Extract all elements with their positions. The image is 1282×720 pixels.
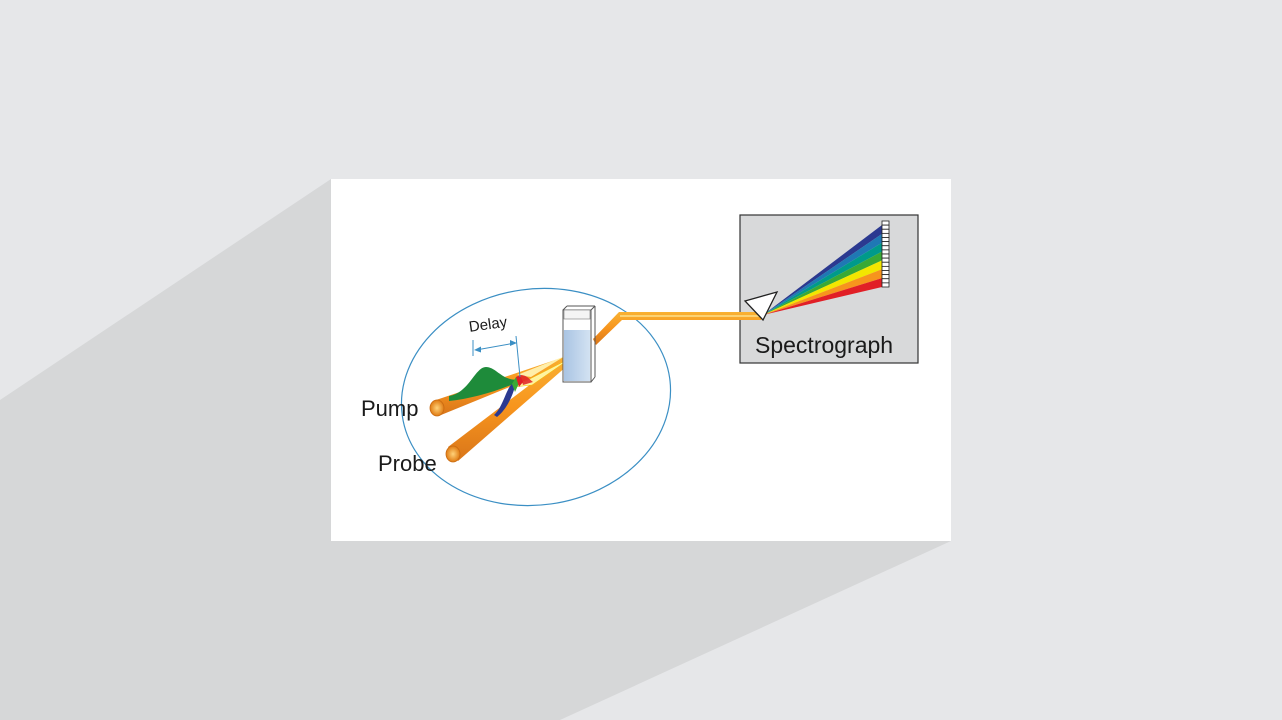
detector-pixel (881, 249, 890, 255)
diagram-card: Pump Probe Delay Spectrograph (331, 179, 951, 541)
pump-beam-end-icon (429, 399, 445, 417)
pump-pulse (449, 367, 521, 401)
pump-label: Pump (361, 396, 419, 421)
detector-pixel (881, 261, 890, 267)
detector-array (881, 220, 890, 288)
probe-label: Probe (378, 451, 437, 476)
output-beam (593, 312, 761, 345)
detector-pixel (881, 274, 890, 280)
detector-pixel (881, 237, 890, 243)
spectrograph-label: Spectrograph (755, 332, 894, 358)
svg-text:فرادرس: فرادرس (305, 580, 310, 688)
probe-beam-end-icon (445, 445, 461, 463)
detector-pixel (881, 270, 890, 276)
detector-pixel (881, 265, 890, 271)
detector-pixel (881, 257, 890, 263)
pump-probe-diagram (400, 214, 919, 507)
watermark-logo: فرادرس (305, 580, 310, 688)
spectrum-band (763, 260, 882, 315)
detector-pixel (881, 278, 890, 284)
detector-pixel (881, 245, 890, 251)
detector-pixel (881, 253, 890, 259)
delay-arrow (472, 335, 521, 378)
detector-pixel (881, 282, 890, 288)
sample-cuvette (562, 305, 596, 383)
detector-pixel (881, 224, 890, 230)
prism-icon (743, 290, 779, 322)
detector-pixel (881, 220, 890, 226)
detector-pixel (881, 232, 890, 238)
spectrum-fan (763, 225, 882, 315)
detector-pixel (881, 228, 890, 234)
sample-region-outline (400, 287, 672, 507)
detector-pixel (881, 241, 890, 247)
probe-pulse (494, 375, 533, 417)
probe-beam (448, 355, 575, 461)
spectrum-band (763, 225, 882, 315)
